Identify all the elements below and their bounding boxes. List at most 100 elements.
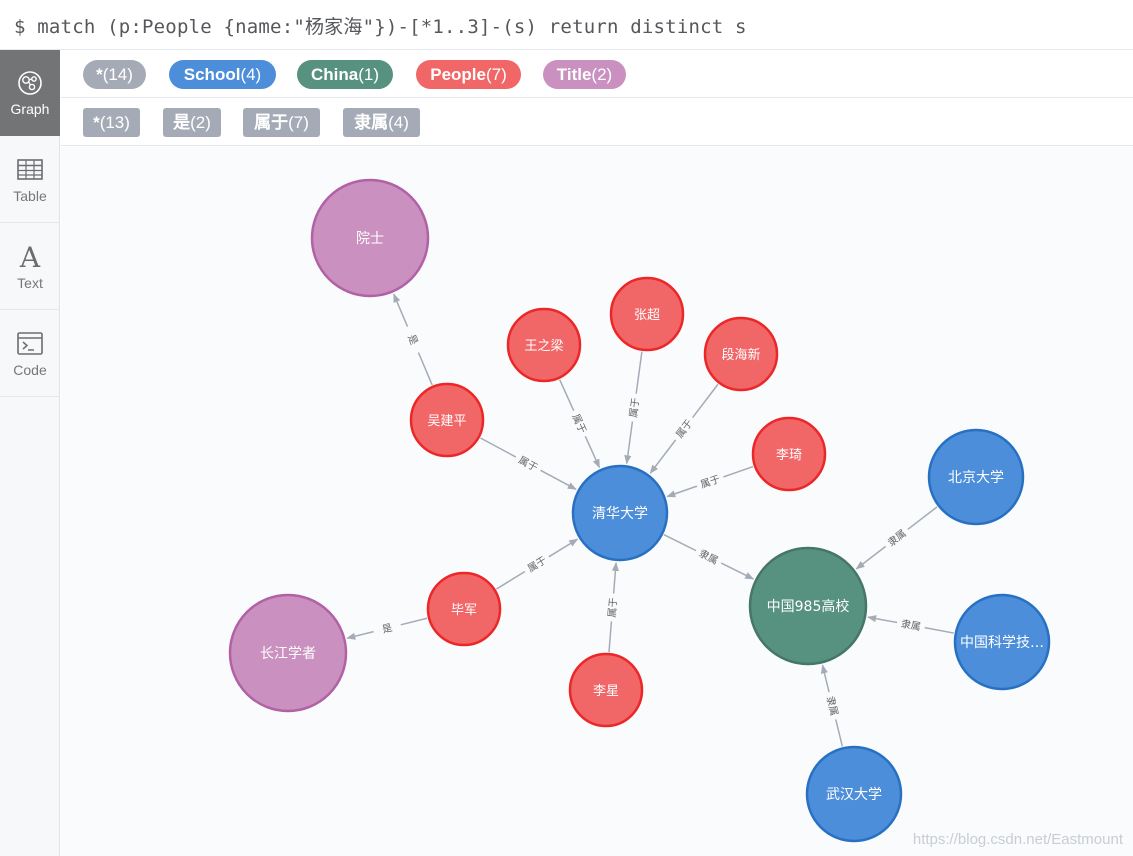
rel-type-lishu[interactable]: 隶属(4): [343, 108, 420, 137]
relationship-edge[interactable]: 属于: [624, 351, 643, 465]
relationship-edge[interactable]: 属于: [649, 383, 719, 474]
relationship-arrow[interactable]: [624, 421, 634, 465]
node-label-pill-school[interactable]: School(4): [169, 60, 276, 89]
node-label-pill-china[interactable]: China(1): [297, 60, 393, 89]
query-bar[interactable]: $ match (p:People {name:"杨家海"})-[*1..3]-…: [0, 0, 1133, 50]
node-caption: 清华大学: [592, 506, 648, 522]
relationship-edge[interactable]: 隶属: [663, 534, 755, 580]
graph-canvas[interactable]: 是是属于属于属于属于属于属于属于隶属隶属隶属隶属 院士长江学者王之梁张超段海新吴…: [61, 147, 1133, 856]
graph-node-c985[interactable]: 中国985高校: [748, 546, 868, 666]
node-circle[interactable]: [310, 178, 430, 298]
relationship-line[interactable]: [608, 621, 613, 653]
relationship-edge[interactable]: 属于: [558, 379, 601, 469]
relationship-line[interactable]: [663, 534, 697, 552]
code-view-button[interactable]: Code: [0, 311, 60, 397]
rel-type-all[interactable]: *(13): [83, 108, 140, 137]
node-caption: 段海新: [721, 347, 760, 363]
node-caption: 中国科学技…: [960, 635, 1044, 651]
node-circle[interactable]: [228, 593, 348, 713]
node-circle[interactable]: [609, 276, 685, 352]
text-icon: A: [19, 243, 41, 271]
graph-node-whu[interactable]: 武汉大学: [805, 745, 903, 843]
node-circle[interactable]: [409, 382, 485, 458]
relationship-arrow[interactable]: [346, 630, 374, 640]
relationship-edge[interactable]: 隶属: [867, 615, 954, 634]
graph-node-lixing[interactable]: 李星: [568, 652, 644, 728]
node-circle[interactable]: [953, 593, 1051, 691]
relationship-line[interactable]: [635, 351, 643, 394]
graph-node-tsinghua[interactable]: 清华大学: [571, 464, 669, 562]
relationship-edge[interactable]: 属于: [495, 538, 579, 590]
graph-node-changjiang[interactable]: 长江学者: [228, 593, 348, 713]
relationship-edge[interactable]: 是: [393, 293, 433, 386]
relationship-line[interactable]: [558, 379, 575, 412]
node-circle[interactable]: [571, 464, 669, 562]
code-icon: [17, 331, 43, 355]
graph-node-ustc[interactable]: 中国科学技…: [953, 593, 1051, 691]
node-circle[interactable]: [927, 428, 1025, 526]
graph-view-button[interactable]: Graph: [0, 50, 60, 136]
node-label-pill-title[interactable]: Title(2): [543, 60, 626, 89]
query-text[interactable]: $ match (p:People {name:"杨家海"})-[*1..3]-…: [14, 16, 747, 38]
node-circle[interactable]: [748, 546, 868, 666]
graph-node-yuanshi[interactable]: 院士: [310, 178, 430, 298]
node-caption: 毕军: [451, 603, 477, 618]
node-caption: 李琦: [776, 448, 802, 463]
graph-node-pku[interactable]: 北京大学: [927, 428, 1025, 526]
relationship-label: 是: [381, 622, 394, 636]
graph-node-zhangchao[interactable]: 张超: [609, 276, 685, 352]
relationship-arrow[interactable]: [584, 435, 601, 469]
svg-text:A: A: [19, 243, 41, 271]
relationship-arrow[interactable]: [666, 485, 698, 498]
relationship-arrow[interactable]: [720, 562, 755, 580]
relationship-line[interactable]: [417, 352, 433, 386]
table-view-button[interactable]: Table: [0, 137, 60, 223]
node-circle[interactable]: [751, 416, 827, 492]
node-caption: 张超: [634, 308, 660, 323]
relationship-edge[interactable]: 隶属: [820, 664, 844, 747]
relationship-edge[interactable]: 是: [346, 617, 428, 640]
relationship-arrow[interactable]: [855, 545, 887, 570]
rel-type-shuyu[interactable]: 属于(7): [243, 108, 320, 137]
graph-node-bijun[interactable]: 毕军: [426, 571, 502, 647]
node-circle[interactable]: [805, 745, 903, 843]
relationship-arrow[interactable]: [540, 469, 577, 490]
relationship-edge[interactable]: 属于: [480, 437, 577, 490]
relationship-label: 属于: [606, 597, 620, 618]
relationship-line[interactable]: [480, 437, 517, 458]
rel-type-shi[interactable]: 是(2): [163, 108, 221, 137]
relationship-line[interactable]: [400, 617, 428, 626]
relationship-label: 是: [405, 333, 420, 347]
relationship-label: 属于: [627, 397, 642, 418]
node-label-pill-all[interactable]: *(14): [83, 60, 146, 89]
node-circle[interactable]: [506, 307, 582, 383]
relationship-line[interactable]: [835, 719, 844, 747]
node-circle[interactable]: [703, 316, 779, 392]
relationship-label: 属于: [526, 554, 549, 575]
relationship-arrow[interactable]: [820, 664, 830, 693]
graph-node-wangzhiliang[interactable]: 王之梁: [506, 307, 582, 383]
relationship-edge[interactable]: 属于: [666, 465, 754, 498]
graph-node-duanhaixin[interactable]: 段海新: [703, 316, 779, 392]
relationship-arrow[interactable]: [548, 538, 579, 558]
relationship-label: 属于: [699, 473, 722, 491]
relationship-line[interactable]: [907, 506, 938, 530]
graph-node-wujianping[interactable]: 吴建平: [409, 382, 485, 458]
relationship-arrow[interactable]: [649, 439, 677, 474]
relationship-line[interactable]: [924, 626, 954, 634]
relationship-arrow[interactable]: [611, 561, 620, 594]
relationship-line[interactable]: [495, 570, 526, 590]
relationship-edge[interactable]: 属于: [606, 561, 620, 653]
table-view-label: Table: [13, 187, 47, 204]
relationship-arrow[interactable]: [867, 615, 898, 624]
relationship-line[interactable]: [692, 383, 719, 419]
relationship-edge[interactable]: 隶属: [855, 506, 938, 570]
graph-node-liqi[interactable]: 李琦: [751, 416, 827, 492]
node-circle[interactable]: [568, 652, 644, 728]
text-view-button[interactable]: A Text: [0, 224, 60, 310]
node-circle[interactable]: [426, 571, 502, 647]
relationship-line[interactable]: [723, 465, 754, 478]
node-label-pill-people[interactable]: People(7): [416, 60, 521, 89]
relationship-arrow[interactable]: [393, 293, 409, 327]
